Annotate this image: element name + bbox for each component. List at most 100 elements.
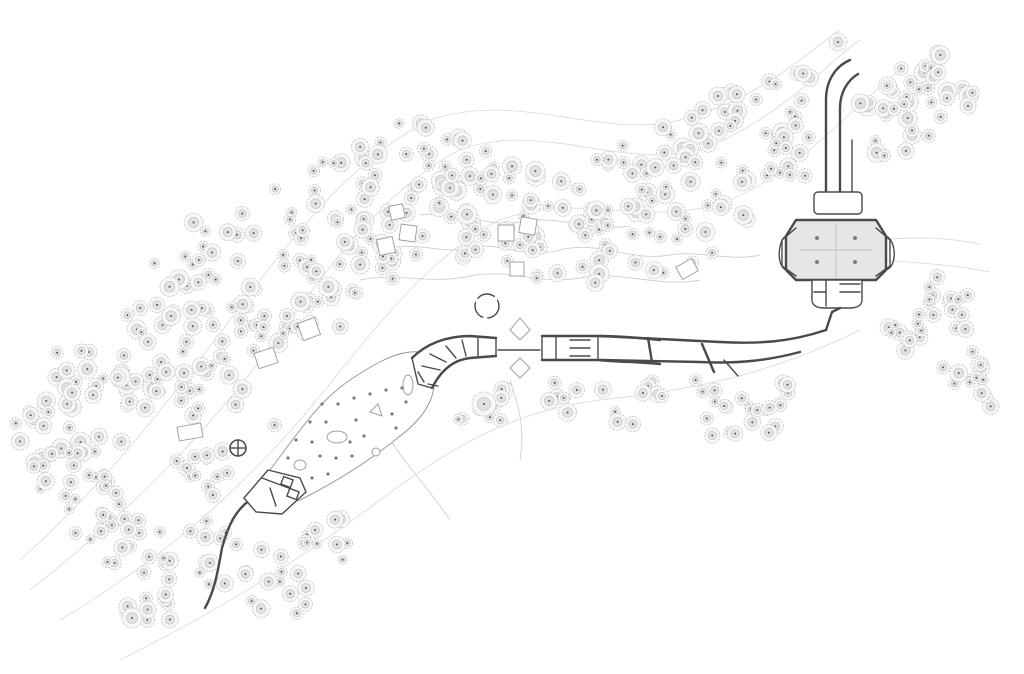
- tree-canopy-icon: [251, 599, 271, 618]
- tree-canopy-icon: [723, 119, 737, 133]
- tree-canopy-icon: [956, 320, 975, 338]
- tree-canopy-icon: [205, 317, 221, 333]
- tree-canopy-icon: [572, 182, 587, 197]
- tree-canopy-icon: [732, 172, 752, 192]
- tree-canopy-icon: [84, 386, 103, 404]
- tree-canopy-icon: [121, 393, 138, 410]
- tree-canopy-icon: [34, 417, 53, 435]
- tree-canopy-icon: [912, 308, 926, 322]
- tree-canopy-icon: [301, 537, 313, 548]
- tree-canopy-icon: [307, 164, 320, 178]
- tree-canopy-icon: [778, 140, 794, 156]
- tree-canopy-icon: [769, 77, 782, 91]
- gateway: [509, 357, 531, 379]
- approach-road: [824, 58, 852, 198]
- tree-canopy-icon: [112, 497, 127, 512]
- tree-canopy-icon: [779, 376, 796, 394]
- tree-canopy-icon: [157, 362, 176, 381]
- tree-canopy-icon: [190, 274, 207, 291]
- tree-canopy-icon: [575, 259, 590, 274]
- tree-canopy-icon: [245, 224, 263, 242]
- tree-canopy-icon: [337, 554, 348, 565]
- tree-canopy-icon: [63, 503, 75, 515]
- main-hall: [778, 58, 895, 332]
- tree-canopy-icon: [229, 537, 243, 552]
- tree-canopy-icon: [138, 600, 157, 619]
- tree-canopy-icon: [601, 219, 614, 232]
- column-dot-icon: [352, 396, 356, 400]
- tree-canopy-icon: [95, 507, 111, 523]
- tree-canopy-icon: [227, 396, 245, 414]
- tree-canopy-icon: [77, 358, 98, 380]
- column-dot-icon: [324, 420, 328, 424]
- tree-canopy-icon: [551, 171, 571, 191]
- tree-canopy-icon: [547, 375, 562, 390]
- tree-canopy-icon: [233, 313, 249, 328]
- column-dot-icon: [318, 454, 322, 458]
- tree-canopy-icon: [135, 398, 155, 418]
- tree-canopy-icon: [350, 254, 371, 275]
- tree-canopy-icon: [715, 156, 728, 169]
- tree-canopy-icon: [44, 446, 60, 462]
- tree-canopy-icon: [665, 157, 682, 174]
- tree-canopy-icon: [444, 167, 460, 184]
- tree-canopy-icon: [161, 571, 178, 588]
- tree-canopy-icon: [331, 318, 349, 335]
- tree-canopy-icon: [912, 83, 925, 96]
- tree-canopy-icon: [959, 97, 977, 115]
- tree-canopy-icon: [416, 118, 435, 137]
- plaza-kiosk: [369, 403, 383, 417]
- column-dot-icon: [294, 438, 298, 442]
- tree-canopy-icon: [157, 586, 174, 603]
- tree-canopy-icon: [198, 447, 216, 464]
- tree-canopy-icon: [654, 118, 672, 137]
- tree-canopy-icon: [415, 228, 431, 244]
- tree-canopy-icon: [793, 92, 810, 109]
- tree-canopy-icon: [616, 155, 631, 170]
- tree-canopy-icon: [218, 352, 231, 365]
- tree-canopy-icon: [277, 249, 289, 261]
- tree-canopy-icon: [553, 198, 572, 217]
- tree-canopy-icon: [200, 553, 220, 573]
- tree-canopy-icon: [760, 424, 778, 442]
- tree-canopy-icon: [349, 287, 361, 299]
- tree-canopy-icon: [157, 552, 170, 564]
- tree-canopy-icon: [683, 109, 700, 126]
- tree-canopy-icon: [174, 379, 189, 394]
- covered-walkway: [598, 328, 828, 344]
- tree-canopy-icon: [345, 204, 357, 215]
- plaza-fountain: [371, 447, 381, 457]
- tree-canopy-icon: [750, 403, 765, 418]
- tree-canopy-icon: [328, 157, 340, 169]
- tree-canopy-icon: [878, 149, 891, 162]
- plaza-outline: [269, 351, 435, 502]
- column-dot-icon: [320, 402, 324, 406]
- tree-canopy-icon: [453, 131, 472, 150]
- tree-canopy-icon: [479, 144, 493, 158]
- tree-layer: [9, 32, 1000, 629]
- tree-canopy-icon: [335, 233, 354, 251]
- tree-canopy-icon: [687, 154, 704, 170]
- tree-canopy-icon: [433, 197, 446, 209]
- approach-road: [838, 72, 860, 198]
- tree-canopy-icon: [626, 228, 639, 241]
- contour-line: [869, 259, 991, 273]
- pavilion: [296, 316, 322, 342]
- tree-canopy-icon: [141, 549, 157, 565]
- tree-canopy-icon: [880, 79, 893, 92]
- tree-canopy-icon: [200, 514, 213, 528]
- column-dot-icon: [384, 388, 388, 392]
- tree-canopy-icon: [279, 308, 295, 324]
- tree-canopy-icon: [193, 383, 205, 395]
- tree-canopy-icon: [214, 333, 231, 350]
- tree-canopy-icon: [712, 198, 730, 216]
- tree-canopy-icon: [704, 427, 721, 444]
- tree-canopy-icon: [645, 158, 665, 177]
- tree-canopy-icon: [590, 153, 604, 167]
- round-pavilion: [229, 439, 247, 457]
- tree-canopy-icon: [113, 538, 132, 557]
- tree-canopy-icon: [794, 64, 812, 83]
- tree-canopy-icon: [187, 449, 203, 465]
- tree-canopy-icon: [275, 565, 288, 579]
- tree-canopy-icon: [677, 221, 694, 237]
